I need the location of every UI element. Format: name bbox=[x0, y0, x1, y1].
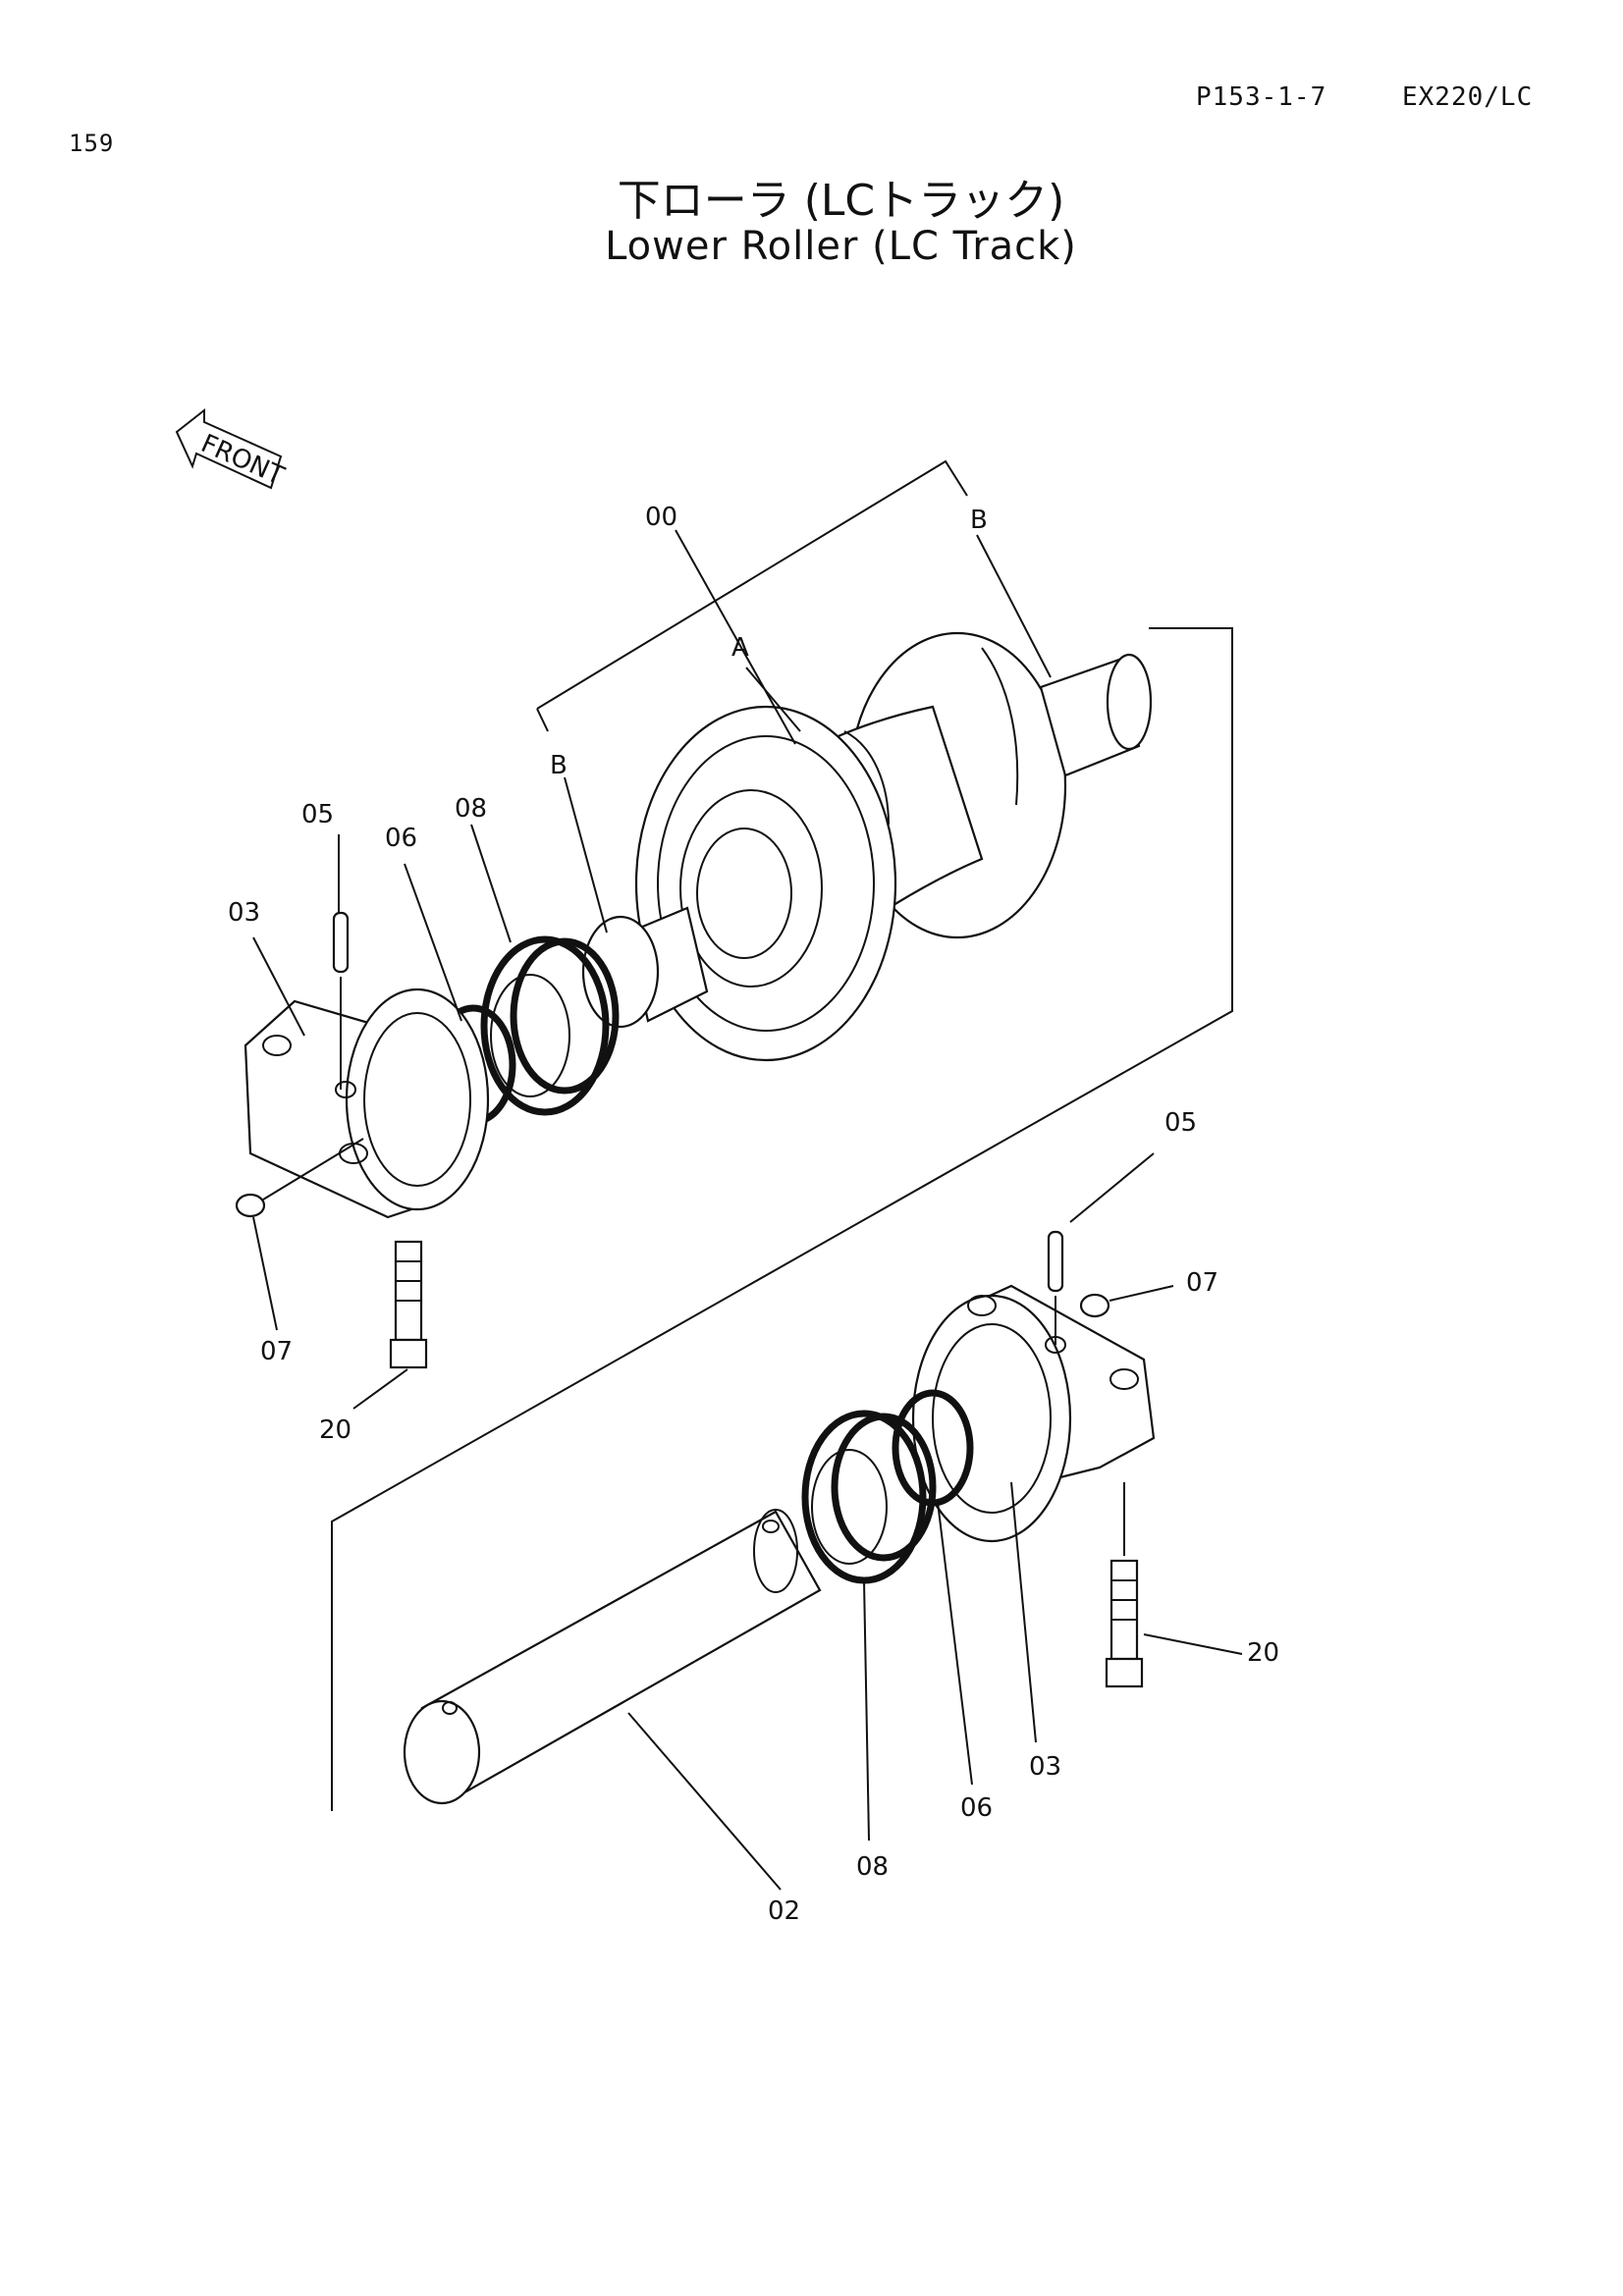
collar-upper bbox=[243, 988, 490, 1219]
callout-07-lower: 07 bbox=[1186, 1268, 1218, 1298]
callout-07-upper: 07 bbox=[260, 1337, 293, 1366]
callout-20-lower: 20 bbox=[1247, 1638, 1279, 1668]
assembly-bracket bbox=[331, 459, 1233, 1811]
spring-pin-upper bbox=[332, 911, 350, 1090]
callout-08-lower: 08 bbox=[856, 1852, 889, 1882]
callout-05-lower: 05 bbox=[1164, 1108, 1197, 1138]
callout-02: 02 bbox=[768, 1896, 800, 1926]
callout-20-upper: 20 bbox=[319, 1415, 352, 1445]
roller-body bbox=[634, 631, 1067, 1062]
callout-03-upper: 03 bbox=[228, 898, 260, 928]
callout-00: 00 bbox=[645, 503, 677, 532]
floating-seal-upper bbox=[480, 935, 620, 1116]
callout-a: A bbox=[731, 633, 749, 663]
callout-08-upper: 08 bbox=[455, 794, 487, 824]
callout-06-upper: 06 bbox=[385, 824, 417, 853]
roller-shaft bbox=[403, 1509, 822, 1805]
callout-06-lower: 06 bbox=[960, 1793, 993, 1823]
bolt-upper bbox=[389, 1240, 428, 1369]
roller-shaft-stub-right bbox=[1039, 653, 1153, 777]
roller-shaft-stub-left bbox=[581, 906, 709, 1029]
bolt-lower bbox=[1105, 1482, 1144, 1688]
page-title-japanese: 下ローラ (LCトラック) bbox=[617, 176, 1065, 226]
page-title-english: Lower Roller (LC Track) bbox=[605, 224, 1077, 269]
callout-b-left: B bbox=[550, 751, 568, 780]
page-number: 159 bbox=[69, 130, 115, 157]
callout-03-lower: 03 bbox=[1029, 1752, 1061, 1782]
reference-code: P153-1-7 bbox=[1196, 82, 1327, 112]
callout-b-right: B bbox=[970, 506, 988, 535]
plug-lower bbox=[1079, 1293, 1110, 1318]
front-arrow-icon: FRONT bbox=[175, 407, 289, 492]
model-code: EX220/LC bbox=[1402, 82, 1534, 112]
plug-upper bbox=[235, 1138, 364, 1218]
callout-05-upper: 05 bbox=[301, 800, 334, 829]
leader-lines bbox=[252, 529, 1243, 1891]
collar-lower bbox=[911, 1284, 1156, 1543]
spring-pin-lower bbox=[1047, 1230, 1064, 1345]
